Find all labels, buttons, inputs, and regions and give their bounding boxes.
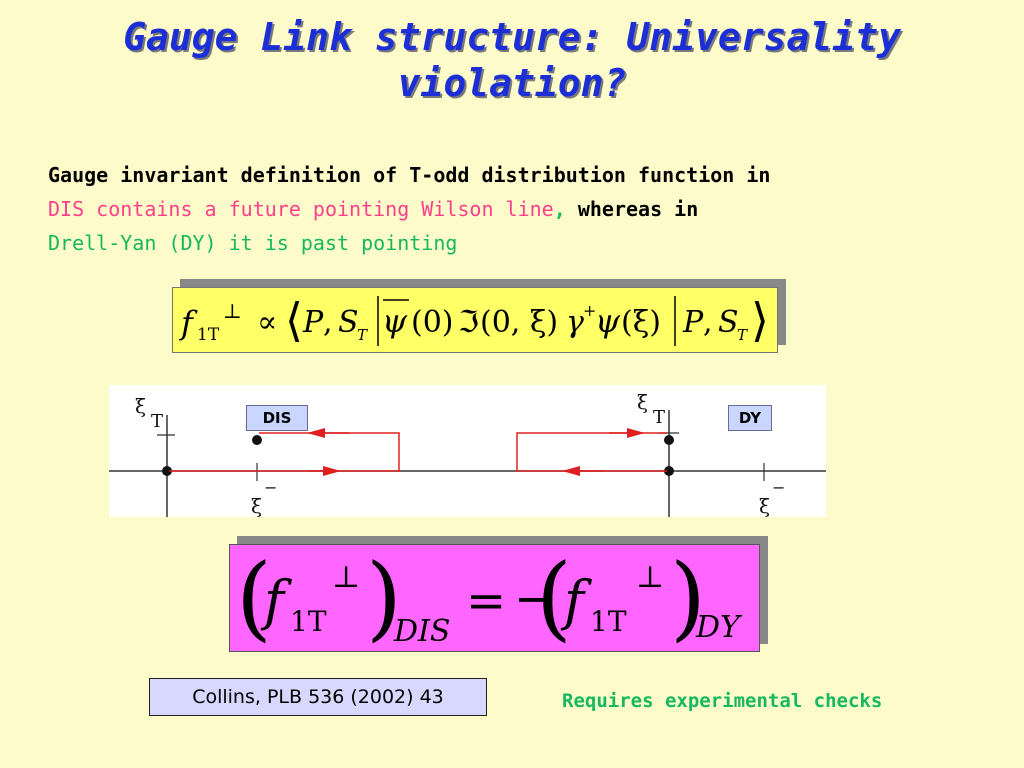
- slide-title-line-1: Gauge Link structure: Universality: [123, 15, 901, 59]
- f1-S2: S: [718, 305, 739, 340]
- f2-sub-1: 1T: [290, 605, 327, 638]
- dy-past-pointing-text: Drell-Yan (DY) it is past pointing: [48, 231, 458, 255]
- intro-line-1: Gauge invariant definition of T-odd dist…: [48, 163, 771, 187]
- f1-gamma-plus: +: [583, 301, 596, 320]
- f2-rparen-2: ): [670, 545, 706, 651]
- left-xi-T-label: T: [151, 411, 163, 432]
- right-xi-T-label: T: [653, 407, 665, 428]
- f1-S: S: [338, 305, 359, 340]
- f2-equals: =: [466, 573, 506, 629]
- formula-2-box: ( f 1T ⊥ ) DIS = − ( f 1T ⊥ ) DY: [229, 544, 760, 652]
- f1-P: P: [302, 305, 324, 340]
- right-xi-label: ξ: [637, 390, 648, 414]
- wilson-line-svg: ξ T ξ T ξ − ξ −: [109, 390, 826, 518]
- dis-future-pointing-text: DIS contains a future pointing Wilson li…: [48, 197, 554, 221]
- f1-S-sub-T: T: [357, 326, 368, 344]
- f1-f: f: [179, 304, 198, 342]
- f2-sub-2: 1T: [590, 605, 627, 638]
- dis-wilson-line: [169, 432, 400, 472]
- right-xi-minus-label: ξ: [759, 494, 770, 517]
- f1-rangle: ⟩: [751, 293, 769, 347]
- right-minus-sign: −: [772, 478, 785, 497]
- f2-minus: −: [514, 571, 554, 627]
- formula-1-svg: f 1T ⊥ ∝ ⟨ P , S T ψ (0) ℑ (0, ξ) γ + ψ …: [179, 293, 769, 347]
- f2-lparen-2: (: [536, 545, 572, 651]
- wilson-line-diagram: ξ T ξ T ξ − ξ − DIS DY: [109, 385, 826, 518]
- dis-tag: DIS: [246, 405, 308, 431]
- f2-sub-dis: DIS: [393, 614, 450, 649]
- f1-sub: 1T: [197, 325, 220, 345]
- left-xi-minus-label: ξ: [251, 494, 262, 517]
- f1-frak: ℑ: [458, 305, 479, 340]
- f1-S2-sub-T: T: [737, 326, 748, 344]
- f2-f-1: f: [260, 569, 292, 632]
- left-xi-label: ξ: [135, 394, 146, 418]
- f1-xi-arg: (ξ): [621, 305, 661, 340]
- formula-1-box: f 1T ⊥ ∝ ⟨ P , S T ψ (0) ℑ (0, ξ) γ + ψ …: [172, 287, 778, 353]
- f1-perp: ⊥: [223, 299, 242, 323]
- slide-title: Gauge Link structure: Universality viola…: [0, 14, 1024, 106]
- f1-comma1: ,: [323, 305, 333, 340]
- f2-lparen-1: (: [236, 545, 272, 651]
- f2-perp-2: ⊥: [636, 560, 664, 595]
- f1-arg2: (0, ξ): [480, 305, 558, 340]
- f1-propto: ∝: [257, 305, 277, 340]
- requires-experimental-checks-note: Requires experimental checks: [562, 690, 883, 712]
- f1-comma2: ,: [703, 305, 713, 340]
- f1-P2: P: [682, 305, 704, 340]
- formula-2-svg: ( f 1T ⊥ ) DIS = − ( f 1T ⊥ ) DY: [236, 544, 743, 651]
- left-origin-dot: [162, 466, 172, 476]
- whereas-text: whereas in: [565, 197, 699, 221]
- f2-f-2: f: [560, 569, 592, 632]
- f2-sub-dy: DY: [695, 610, 743, 645]
- right-xi-dot: [664, 435, 674, 445]
- left-minus-sign: −: [264, 478, 277, 497]
- f1-bar-psi: ψ: [382, 302, 408, 340]
- f1-zero-arg: (0): [411, 305, 454, 340]
- right-origin-dot: [664, 466, 674, 476]
- intro-comma: ,: [553, 197, 566, 221]
- left-xi-dot: [252, 435, 262, 445]
- f2-rparen-1: ): [366, 545, 402, 651]
- dy-tag: DY: [728, 405, 772, 431]
- f1-gamma: γ: [566, 305, 584, 340]
- f2-perp-1: ⊥: [332, 560, 360, 595]
- collins-reference-box: Collins, PLB 536 (2002) 43: [149, 678, 487, 716]
- dy-wilson-line: [516, 432, 667, 472]
- intro-paragraph: Gauge invariant definition of T-odd dist…: [48, 158, 948, 260]
- slide-title-line-2: violation?: [397, 61, 627, 105]
- f1-langle: ⟨: [285, 293, 303, 347]
- intro-line-2: DIS contains a future pointing Wilson li…: [48, 192, 948, 226]
- f1-psi: ψ: [595, 302, 621, 340]
